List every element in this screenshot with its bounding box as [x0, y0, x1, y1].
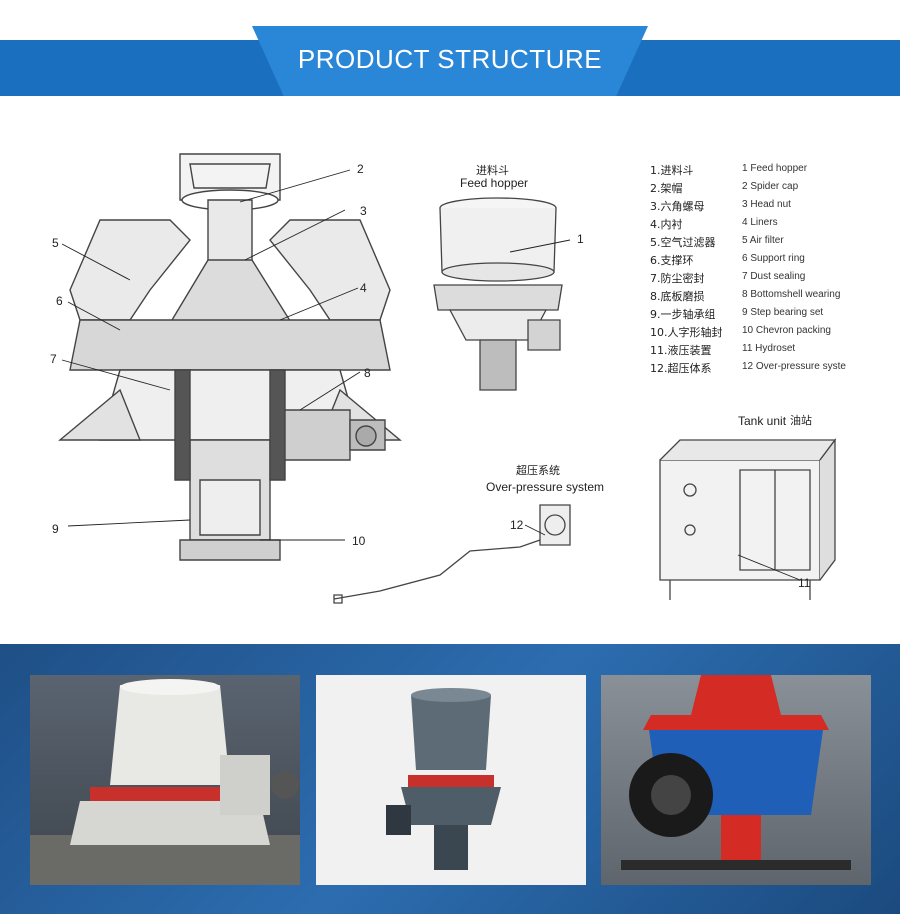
feed-hopper-drawing	[433, 197, 571, 391]
callout-8: 8	[364, 366, 371, 380]
tank-unit-label-en: Tank unit	[738, 414, 787, 428]
crusher-photo-blue	[601, 675, 871, 885]
callout-11: 11	[798, 576, 811, 590]
tank-unit-drawing	[659, 438, 837, 600]
callout-4: 4	[360, 281, 367, 295]
overpressure-label-cn: 超压系统	[516, 464, 560, 477]
callout-7: 7	[50, 352, 57, 366]
callout-10: 10	[352, 534, 366, 548]
page-title: PRODUCT STRUCTURE	[297, 44, 603, 74]
feed-hopper-label-cn: 进料斗	[476, 164, 509, 177]
callout-12: 12	[510, 518, 524, 532]
crusher-photo-grey	[316, 675, 586, 885]
header-tab	[252, 26, 648, 96]
callout-6: 6	[56, 294, 63, 308]
callout-5: 5	[52, 236, 59, 250]
tank-unit-label-cn: 油站	[790, 414, 812, 427]
callout-3: 3	[360, 204, 367, 218]
overpressure-drawing	[333, 504, 571, 604]
feed-hopper-label-en: Feed hopper	[460, 176, 529, 190]
callout-9: 9	[52, 522, 59, 536]
overpressure-label-en: Over-pressure system	[486, 480, 605, 494]
callout-2: 2	[357, 162, 364, 176]
callout-1: 1	[577, 232, 584, 246]
crusher-photo-white	[30, 675, 300, 885]
cone-crusher-cross-section	[58, 153, 402, 561]
